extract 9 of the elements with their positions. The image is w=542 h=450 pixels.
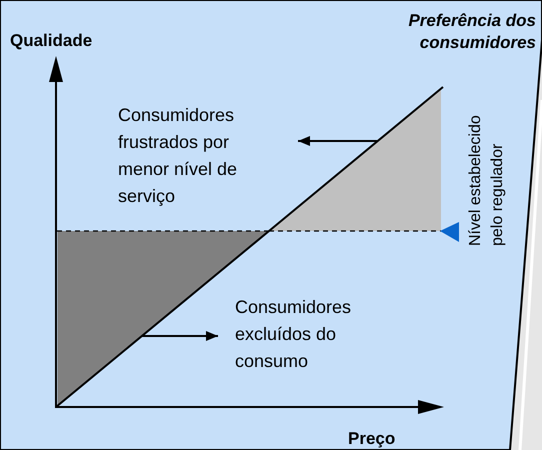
axis-label: Preferência dos consumidores — [407, 10, 536, 54]
shaded-region — [268, 86, 444, 232]
axis-label: Preço — [348, 428, 396, 450]
axis-label: Qualidade — [10, 30, 92, 52]
arrow — [298, 136, 378, 146]
arrow — [142, 331, 218, 341]
text-label: Consumidores frustrados por menor nível de serviço — [114, 102, 298, 210]
rotated-label: Nível estabelecido pelo regulador — [466, 114, 507, 246]
text-label: Consumidores excluídos do consumo — [218, 294, 403, 375]
